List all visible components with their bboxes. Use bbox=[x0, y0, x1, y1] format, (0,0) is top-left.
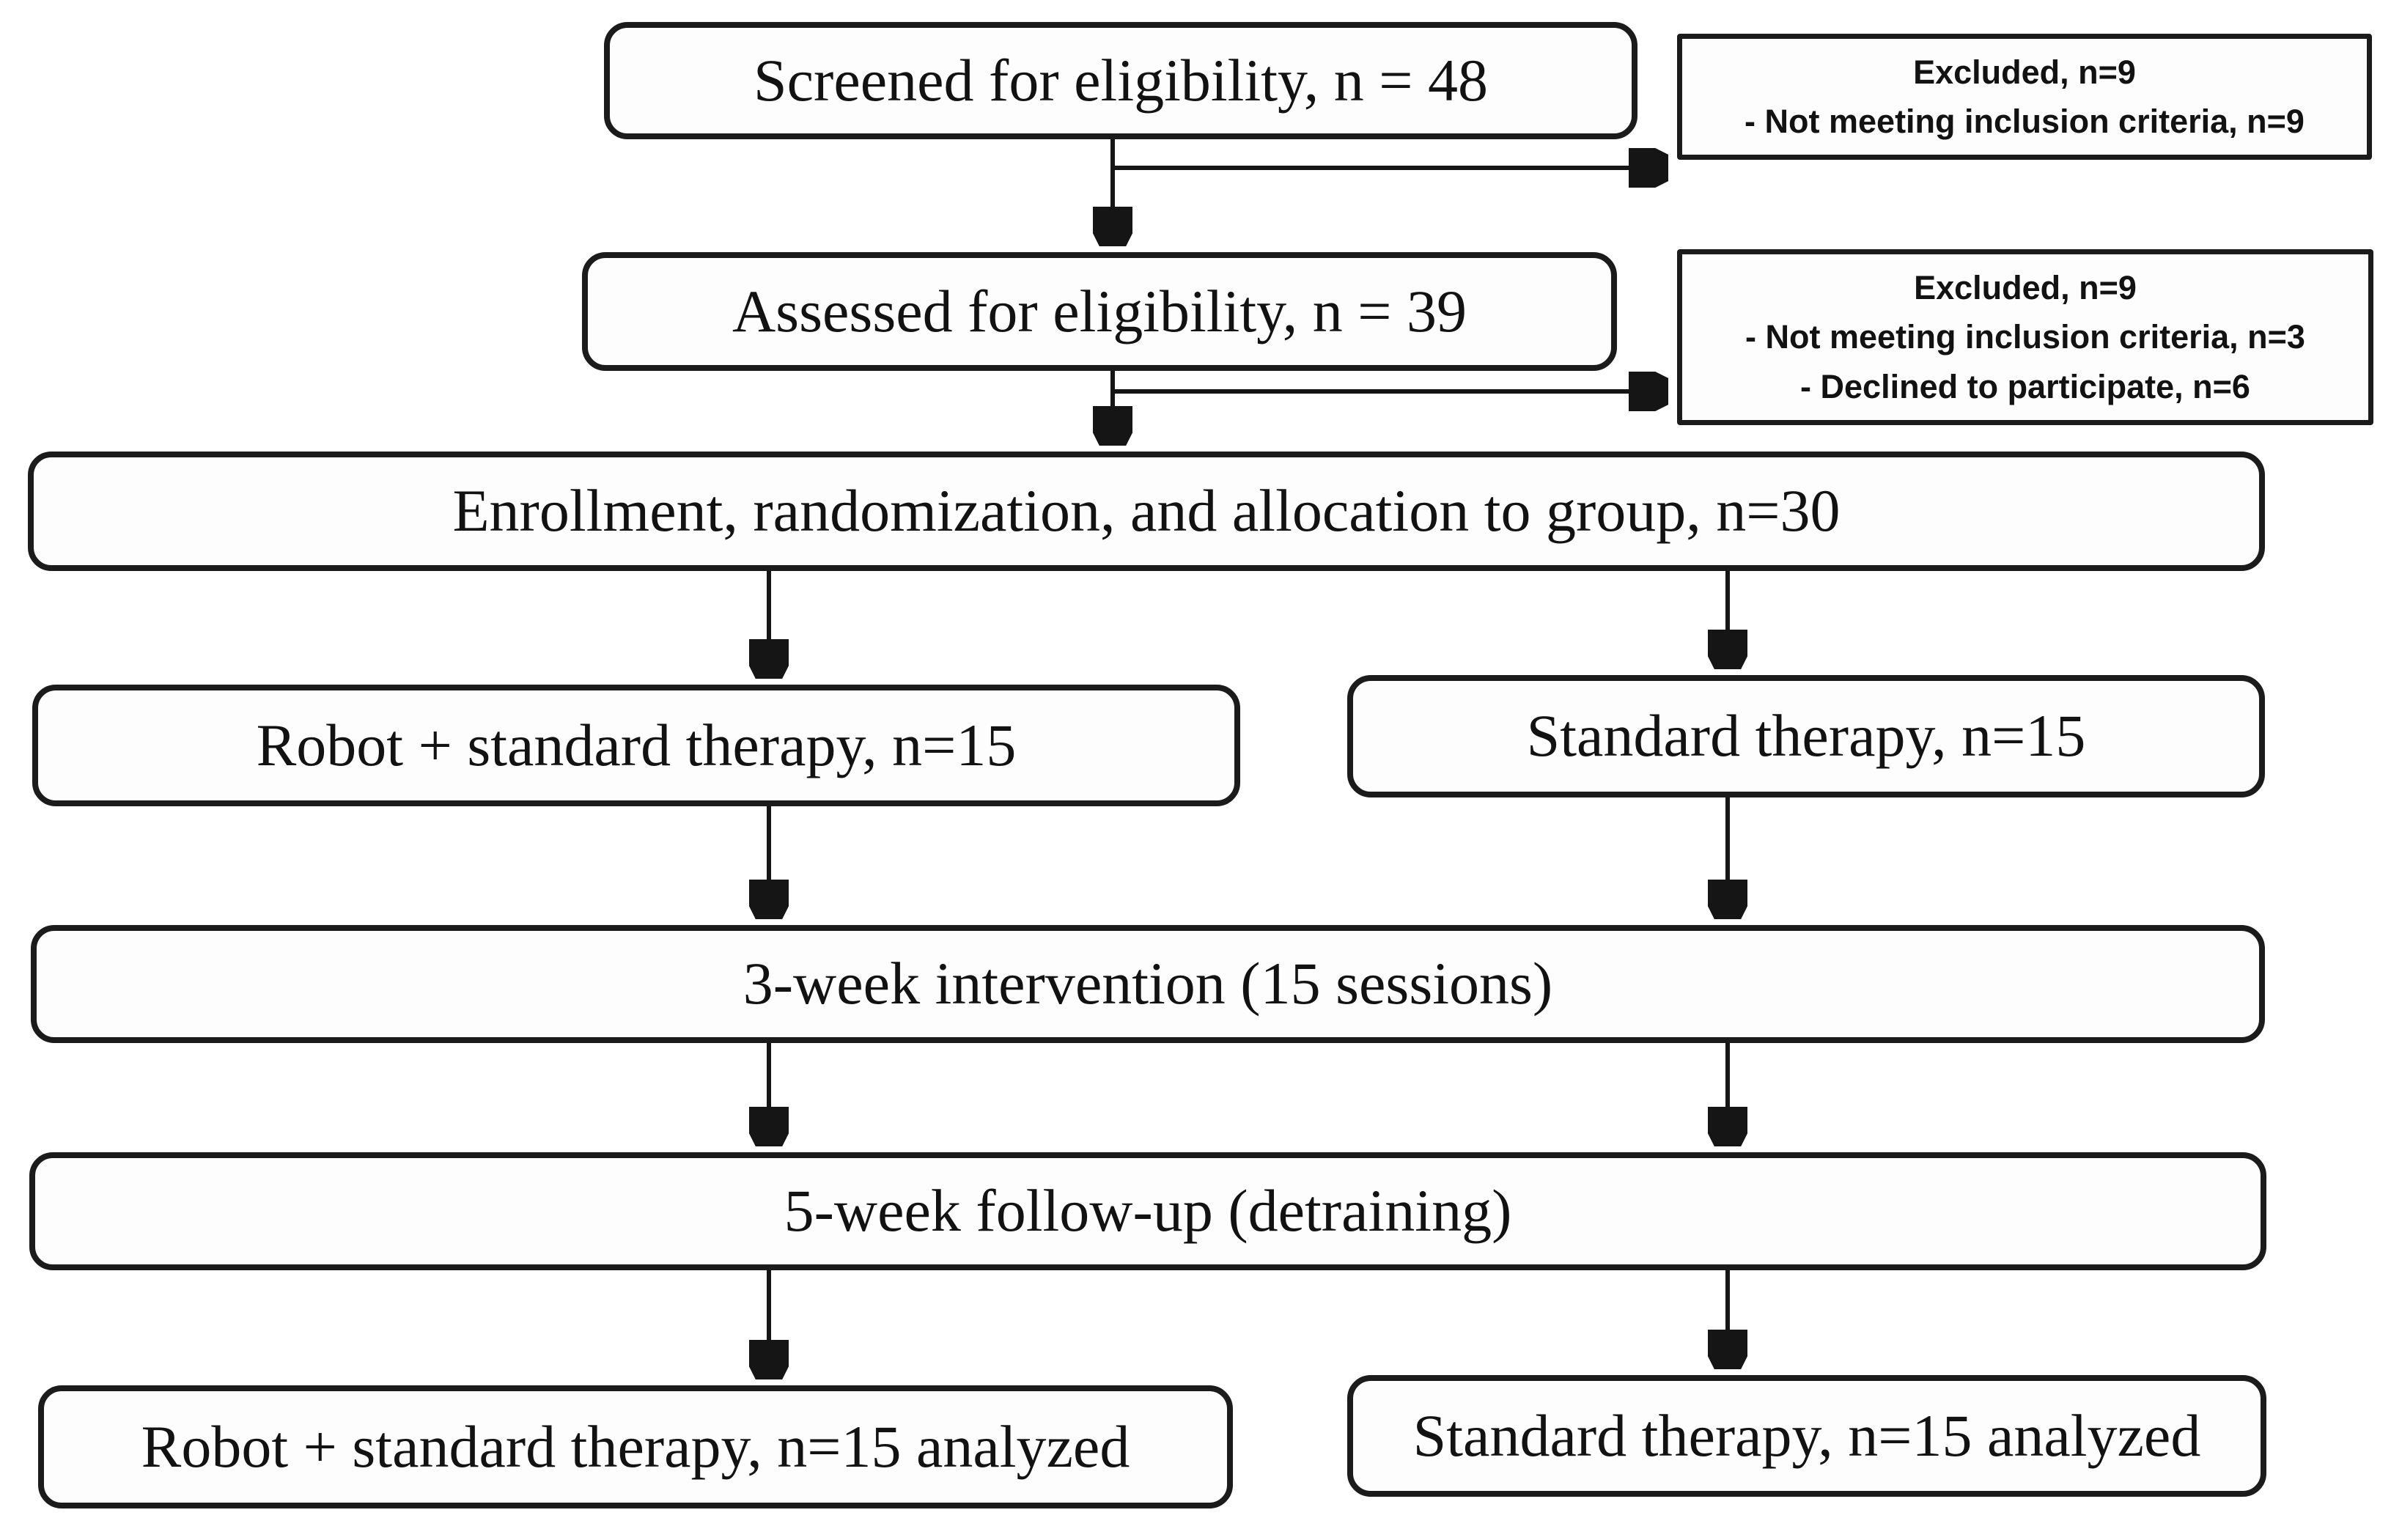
followup-box: 5-week follow-up (detraining) bbox=[29, 1152, 2266, 1270]
standard-group-box: Standard therapy, n=15 bbox=[1347, 675, 2265, 797]
excluded-middle-line: - Declined to participate, n=6 bbox=[1800, 367, 2250, 405]
assessed-box: Assessed for eligibility, n = 39 bbox=[582, 252, 1617, 371]
robot-group-box: Robot + standard therapy, n=15 bbox=[32, 685, 1240, 806]
excluded-box-top: Excluded, n=9 - Not meeting inclusion cr… bbox=[1677, 34, 2372, 160]
excluded-middle-line: Excluded, n=9 bbox=[1914, 268, 2137, 306]
excluded-middle-line: - Not meeting inclusion criteria, n=3 bbox=[1745, 318, 2305, 356]
enrollment-box: Enrollment, randomization, and allocatio… bbox=[28, 452, 2265, 571]
standard-analyzed-box: Standard therapy, n=15 analyzed bbox=[1347, 1375, 2266, 1497]
excluded-top-line: Excluded, n=9 bbox=[1913, 53, 2136, 91]
excluded-top-line: - Not meeting inclusion criteria, n=9 bbox=[1745, 103, 2305, 140]
robot-analyzed-box: Robot + standard therapy, n=15 analyzed bbox=[38, 1385, 1233, 1508]
intervention-box: 3-week intervention (15 sessions) bbox=[31, 925, 2265, 1043]
screened-box: Screened for eligibility, n = 48 bbox=[604, 22, 1637, 139]
excluded-box-middle: Excluded, n=9 - Not meeting inclusion cr… bbox=[1677, 249, 2373, 425]
